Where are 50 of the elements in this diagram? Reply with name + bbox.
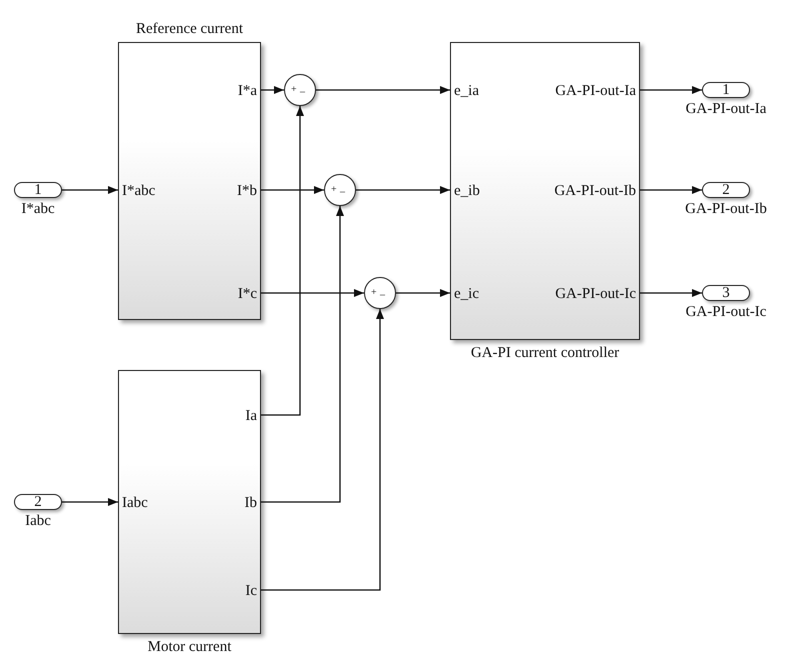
port-label: I*b bbox=[237, 182, 257, 200]
port-name: I*abc bbox=[21, 201, 55, 218]
block-title: Motor current bbox=[148, 639, 232, 656]
sign-label: _ bbox=[300, 83, 305, 94]
port-number: 2 bbox=[722, 182, 730, 198]
block-title: Reference current bbox=[136, 20, 243, 37]
port-number: 3 bbox=[722, 286, 730, 300]
port-label: I*a bbox=[238, 82, 257, 100]
sum-block bbox=[324, 174, 356, 206]
signal-arrow bbox=[396, 289, 450, 297]
port-label: e_ia bbox=[454, 82, 479, 100]
signal-arrow bbox=[316, 86, 450, 94]
signal-arrow bbox=[261, 106, 304, 416]
signal-arrow bbox=[261, 309, 384, 591]
signal-arrow bbox=[640, 289, 702, 297]
sum-block bbox=[364, 277, 396, 309]
port-number: 2 bbox=[34, 494, 42, 510]
port-label: Ia bbox=[245, 408, 257, 424]
port-number: 1 bbox=[722, 82, 730, 98]
sign-label: + bbox=[331, 184, 337, 195]
sign-label: + bbox=[371, 287, 377, 298]
sum-block bbox=[284, 74, 316, 106]
signal-arrow bbox=[261, 186, 324, 194]
port-label: e_ib bbox=[454, 182, 480, 200]
port-label: Iabc bbox=[122, 494, 148, 512]
port-name: GA-PI-out-Ib bbox=[685, 201, 767, 218]
sign-label: _ bbox=[340, 183, 345, 194]
port-label: e_ic bbox=[454, 286, 479, 302]
port-name: Iabc bbox=[25, 513, 51, 530]
signal-arrow bbox=[261, 86, 284, 94]
signal-arrow bbox=[640, 186, 702, 194]
signal-arrow bbox=[261, 289, 364, 297]
sign-label: _ bbox=[380, 286, 385, 297]
port-label: Ib bbox=[244, 494, 257, 512]
signal-arrow bbox=[356, 186, 450, 194]
signal-arrow bbox=[640, 86, 702, 94]
block-title: GA-PI current controller bbox=[470, 345, 620, 362]
port-label: I*c bbox=[238, 286, 257, 302]
signal-arrow bbox=[261, 206, 344, 503]
port-label: GA-PI-out-Ib bbox=[554, 182, 636, 200]
signal-arrow bbox=[62, 186, 118, 194]
port-label: Ic bbox=[245, 582, 257, 600]
signal-arrow bbox=[62, 498, 118, 506]
sign-label: + bbox=[291, 84, 297, 95]
port-label: I*abc bbox=[122, 182, 156, 200]
port-label: GA-PI-out-Ia bbox=[555, 82, 636, 100]
port-number: 1 bbox=[34, 182, 42, 198]
port-label: GA-PI-out-Ic bbox=[555, 286, 636, 302]
port-name: GA-PI-out-Ia bbox=[686, 101, 766, 118]
port-name: GA-PI-out-Ic bbox=[686, 304, 766, 320]
